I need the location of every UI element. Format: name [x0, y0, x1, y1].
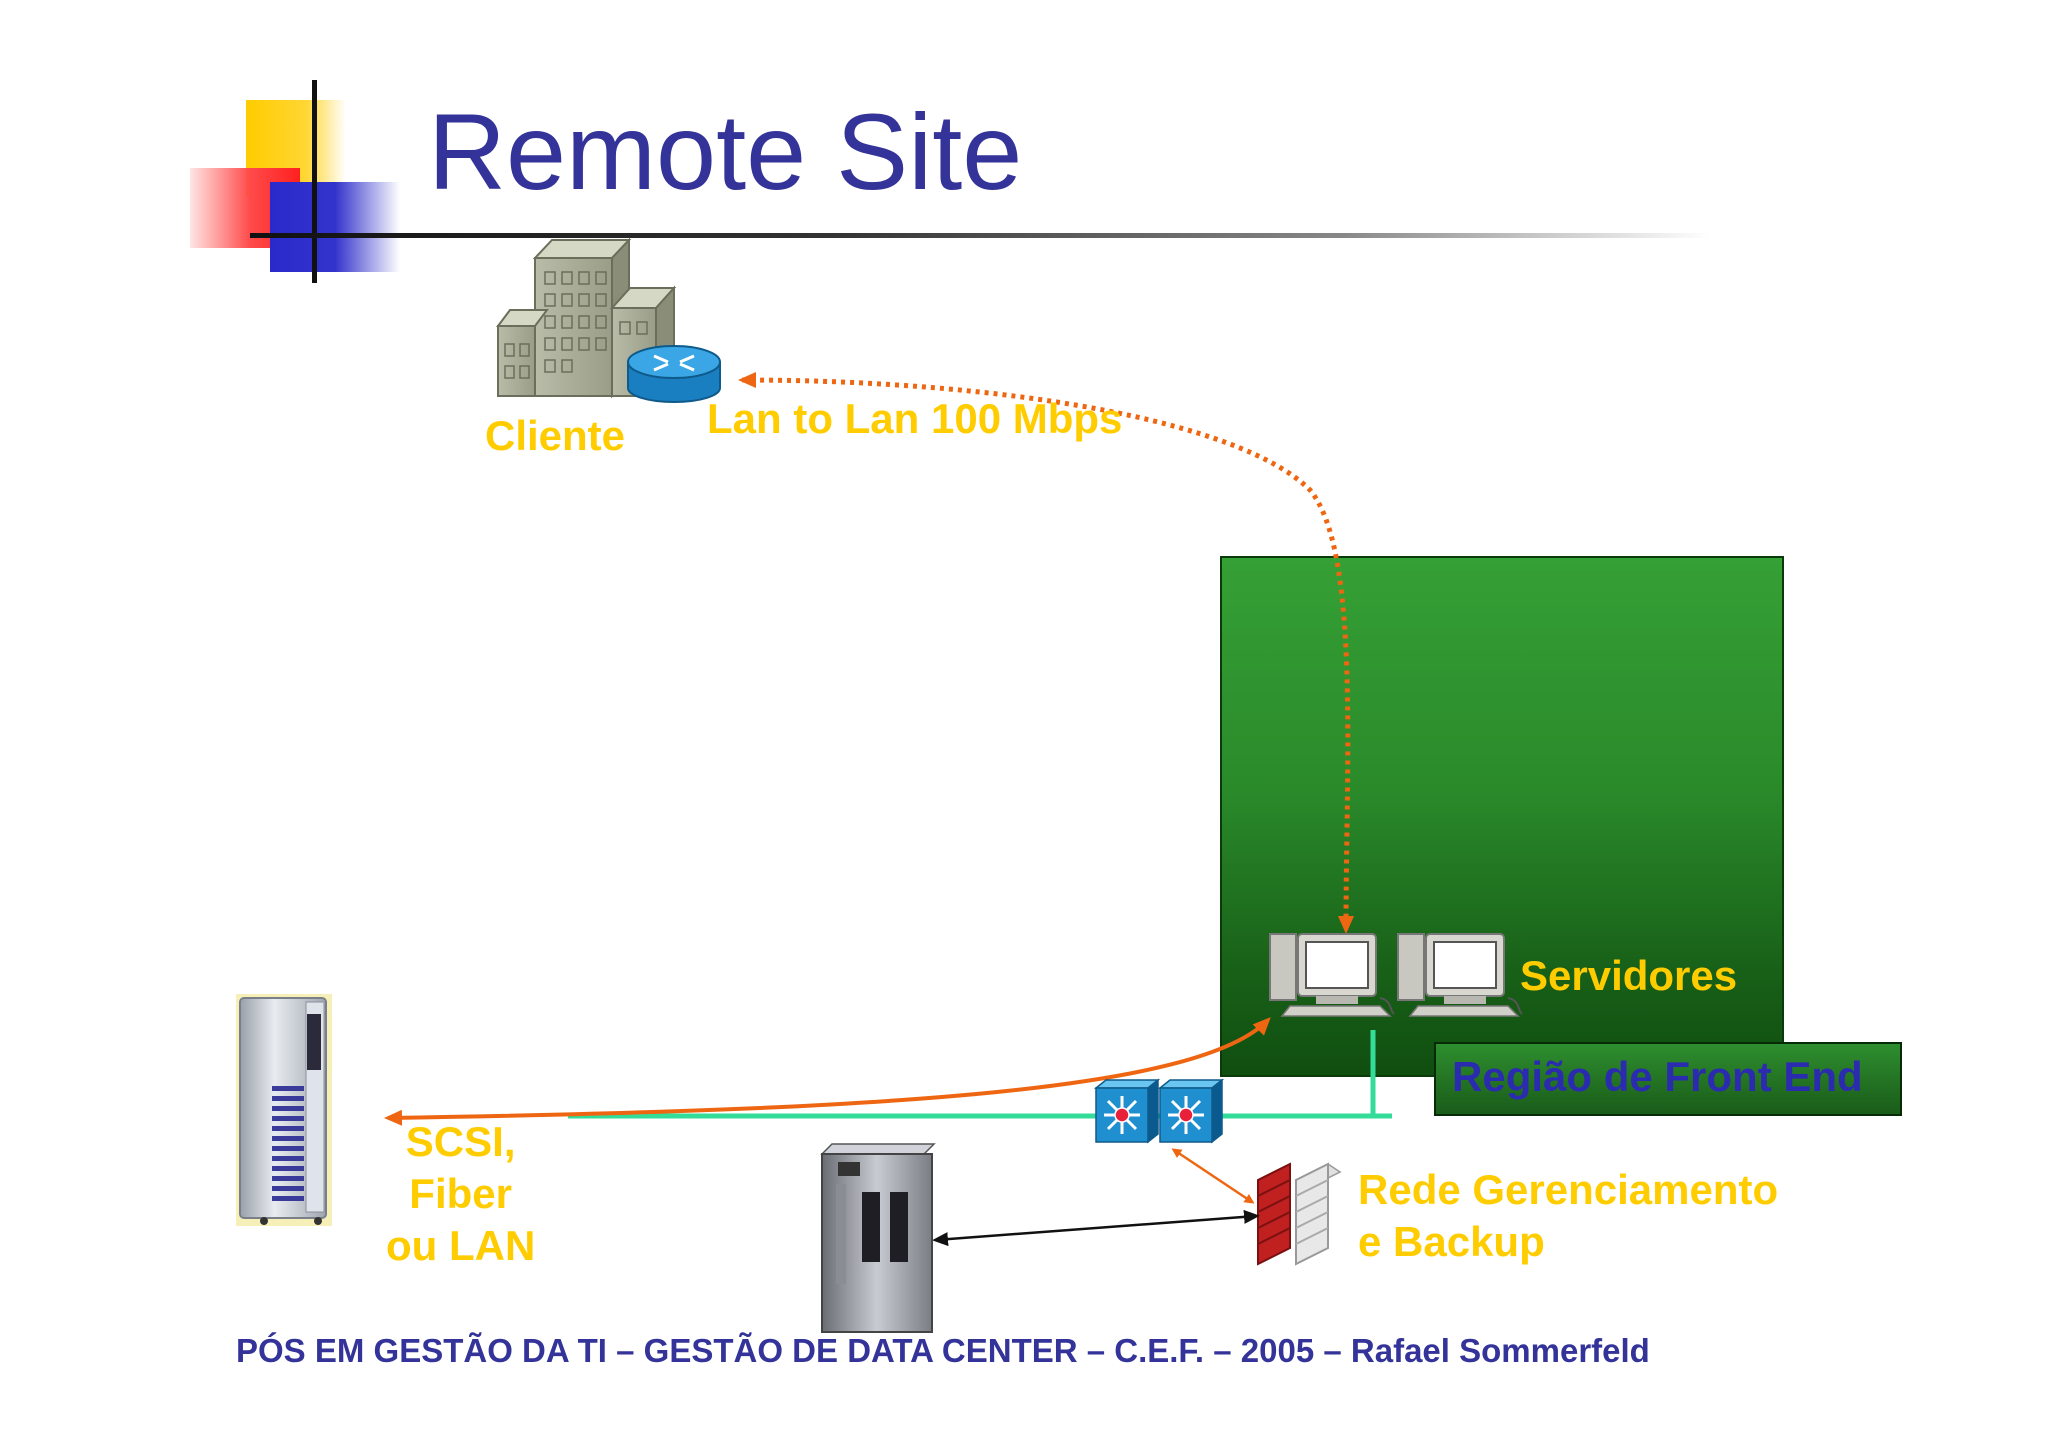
title-deco-blue [270, 182, 400, 272]
tape-library-icon [820, 1143, 936, 1333]
storage-link-arrow [384, 1017, 1271, 1126]
switch-icon [1157, 1078, 1225, 1144]
server-icon [1397, 933, 1523, 1017]
servers-label: Servidores [1520, 952, 1738, 999]
router-icon [627, 345, 721, 403]
management-label: Rede Gerenciamento e Backup [1358, 1166, 1779, 1265]
client-label: Cliente [485, 412, 626, 459]
building-icon [496, 237, 677, 399]
server-icon [1269, 933, 1395, 1017]
slide-footer: PÓS EM GESTÃO DA TI – GESTÃO DE DATA CEN… [236, 1332, 1650, 1369]
storage-tower-icon [236, 994, 332, 1226]
title-deco-line [312, 80, 317, 283]
front-end-label: Região de Front End [1452, 1053, 1863, 1100]
switch-firewall-link [1171, 1148, 1255, 1204]
lan-to-lan-link [738, 372, 1355, 934]
network-line [568, 1030, 1392, 1119]
storage-link-label: SCSI, Fiber ou LAN [386, 1118, 536, 1269]
firewall-icon [1257, 1162, 1342, 1266]
tape-firewall-link [932, 1209, 1260, 1247]
switch-icon [1093, 1078, 1161, 1144]
link-label: Lan to Lan 100 Mbps [707, 395, 1123, 442]
front-end-box [1434, 1042, 1902, 1116]
slide-title: Remote Site [428, 91, 1023, 212]
title-rule [250, 233, 1710, 238]
